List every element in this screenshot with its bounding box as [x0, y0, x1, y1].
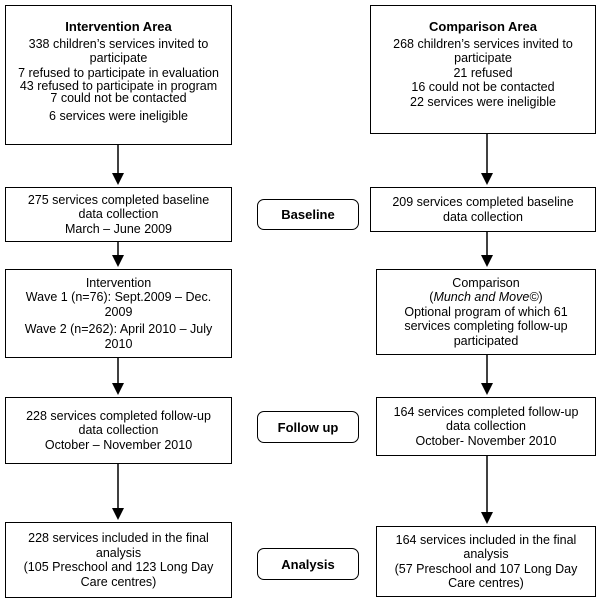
text-line: Optional program of which 61 [404, 304, 568, 319]
text-line: 21 refused [453, 65, 513, 80]
text-line: Wave 1 (n=76): Sept.2009 – Dec. [25, 290, 212, 305]
text-line: 164 services included in the final [395, 532, 577, 547]
intervention-baseline-box: 275 services completed baseline data col… [5, 187, 232, 242]
comparison-analysis-box: 164 services included in the final analy… [376, 526, 596, 597]
text-line: (57 Preschool and 107 Long Day [394, 561, 578, 576]
comparison-followup-box: 164 services completed follow-up data co… [376, 397, 596, 456]
text-line: 7 refused to participate in evaluation [18, 65, 219, 80]
text-line: participated [453, 333, 519, 348]
text-line: Care centres) [448, 576, 524, 590]
text-line: analysis [463, 547, 509, 561]
comparison-baseline-box: 209 services completed baseline data col… [370, 187, 596, 232]
text-line: services completing follow-up [404, 319, 568, 334]
text-line: 22 services were ineligible [410, 94, 556, 109]
text-line: 6 services were ineligible [49, 109, 188, 123]
text-line: 275 services completed baseline [27, 192, 210, 207]
text-line: data collection [78, 207, 159, 222]
text-line: data collection [78, 423, 159, 438]
intervention-followup-box: 228 services completed follow-up data co… [5, 397, 232, 464]
intervention-waves-box: Intervention Wave 1 (n=76): Sept.2009 – … [5, 269, 232, 358]
text-line: analysis [95, 545, 142, 560]
text-line: 228 services included in the final [28, 531, 209, 545]
text-line: 338 children’s services invited to [28, 36, 209, 51]
text-line: (105 Preschool and 123 Long Day [23, 560, 214, 574]
text-line: October- November 2010 [415, 433, 557, 448]
text-line: Intervention [85, 275, 152, 290]
text-line: Comparison [452, 275, 520, 290]
comparison-program-box: Comparison (Munch and Move©) Optional pr… [376, 269, 596, 355]
comparison-enrolment-box: Comparison Area 268 children’s services … [370, 5, 596, 134]
text-line: 228 services completed follow-up [26, 408, 211, 423]
text-line: 16 could not be contacted [411, 80, 555, 94]
text-line: participate [454, 51, 512, 65]
text-line: 2010 [104, 336, 133, 351]
comparison-area-title: Comparison Area [429, 19, 537, 34]
text-line: 209 services completed baseline [392, 195, 574, 209]
text-line: 2009 [104, 304, 133, 319]
stage-label-analysis: Analysis [257, 548, 359, 580]
text-line: data collection [446, 419, 526, 434]
intervention-area-title: Intervention Area [65, 19, 172, 34]
stage-label-baseline: Baseline [257, 199, 359, 230]
text-line: 43 refused to participate in program [19, 79, 218, 93]
text-line: Wave 2 (n=262): April 2010 – July [24, 322, 213, 337]
text-line: (Munch and Move©) [429, 290, 543, 305]
intervention-enrolment-box: Intervention Area 338 children’s service… [5, 5, 232, 145]
text-line: 268 children’s services invited to [393, 36, 573, 51]
intervention-analysis-box: 228 services included in the final analy… [5, 522, 232, 598]
text-line: Care centres) [80, 574, 157, 589]
text-line: participate [89, 51, 148, 65]
stage-label-followup: Follow up [257, 411, 359, 443]
text-line: data collection [443, 209, 523, 224]
text-line: October – November 2010 [44, 437, 193, 452]
program-name: Munch and Move© [433, 290, 539, 305]
text-line: 7 could not be contacted [50, 91, 187, 105]
text-line: March – June 2009 [64, 221, 172, 236]
text-line: 164 services completed follow-up [393, 404, 579, 419]
